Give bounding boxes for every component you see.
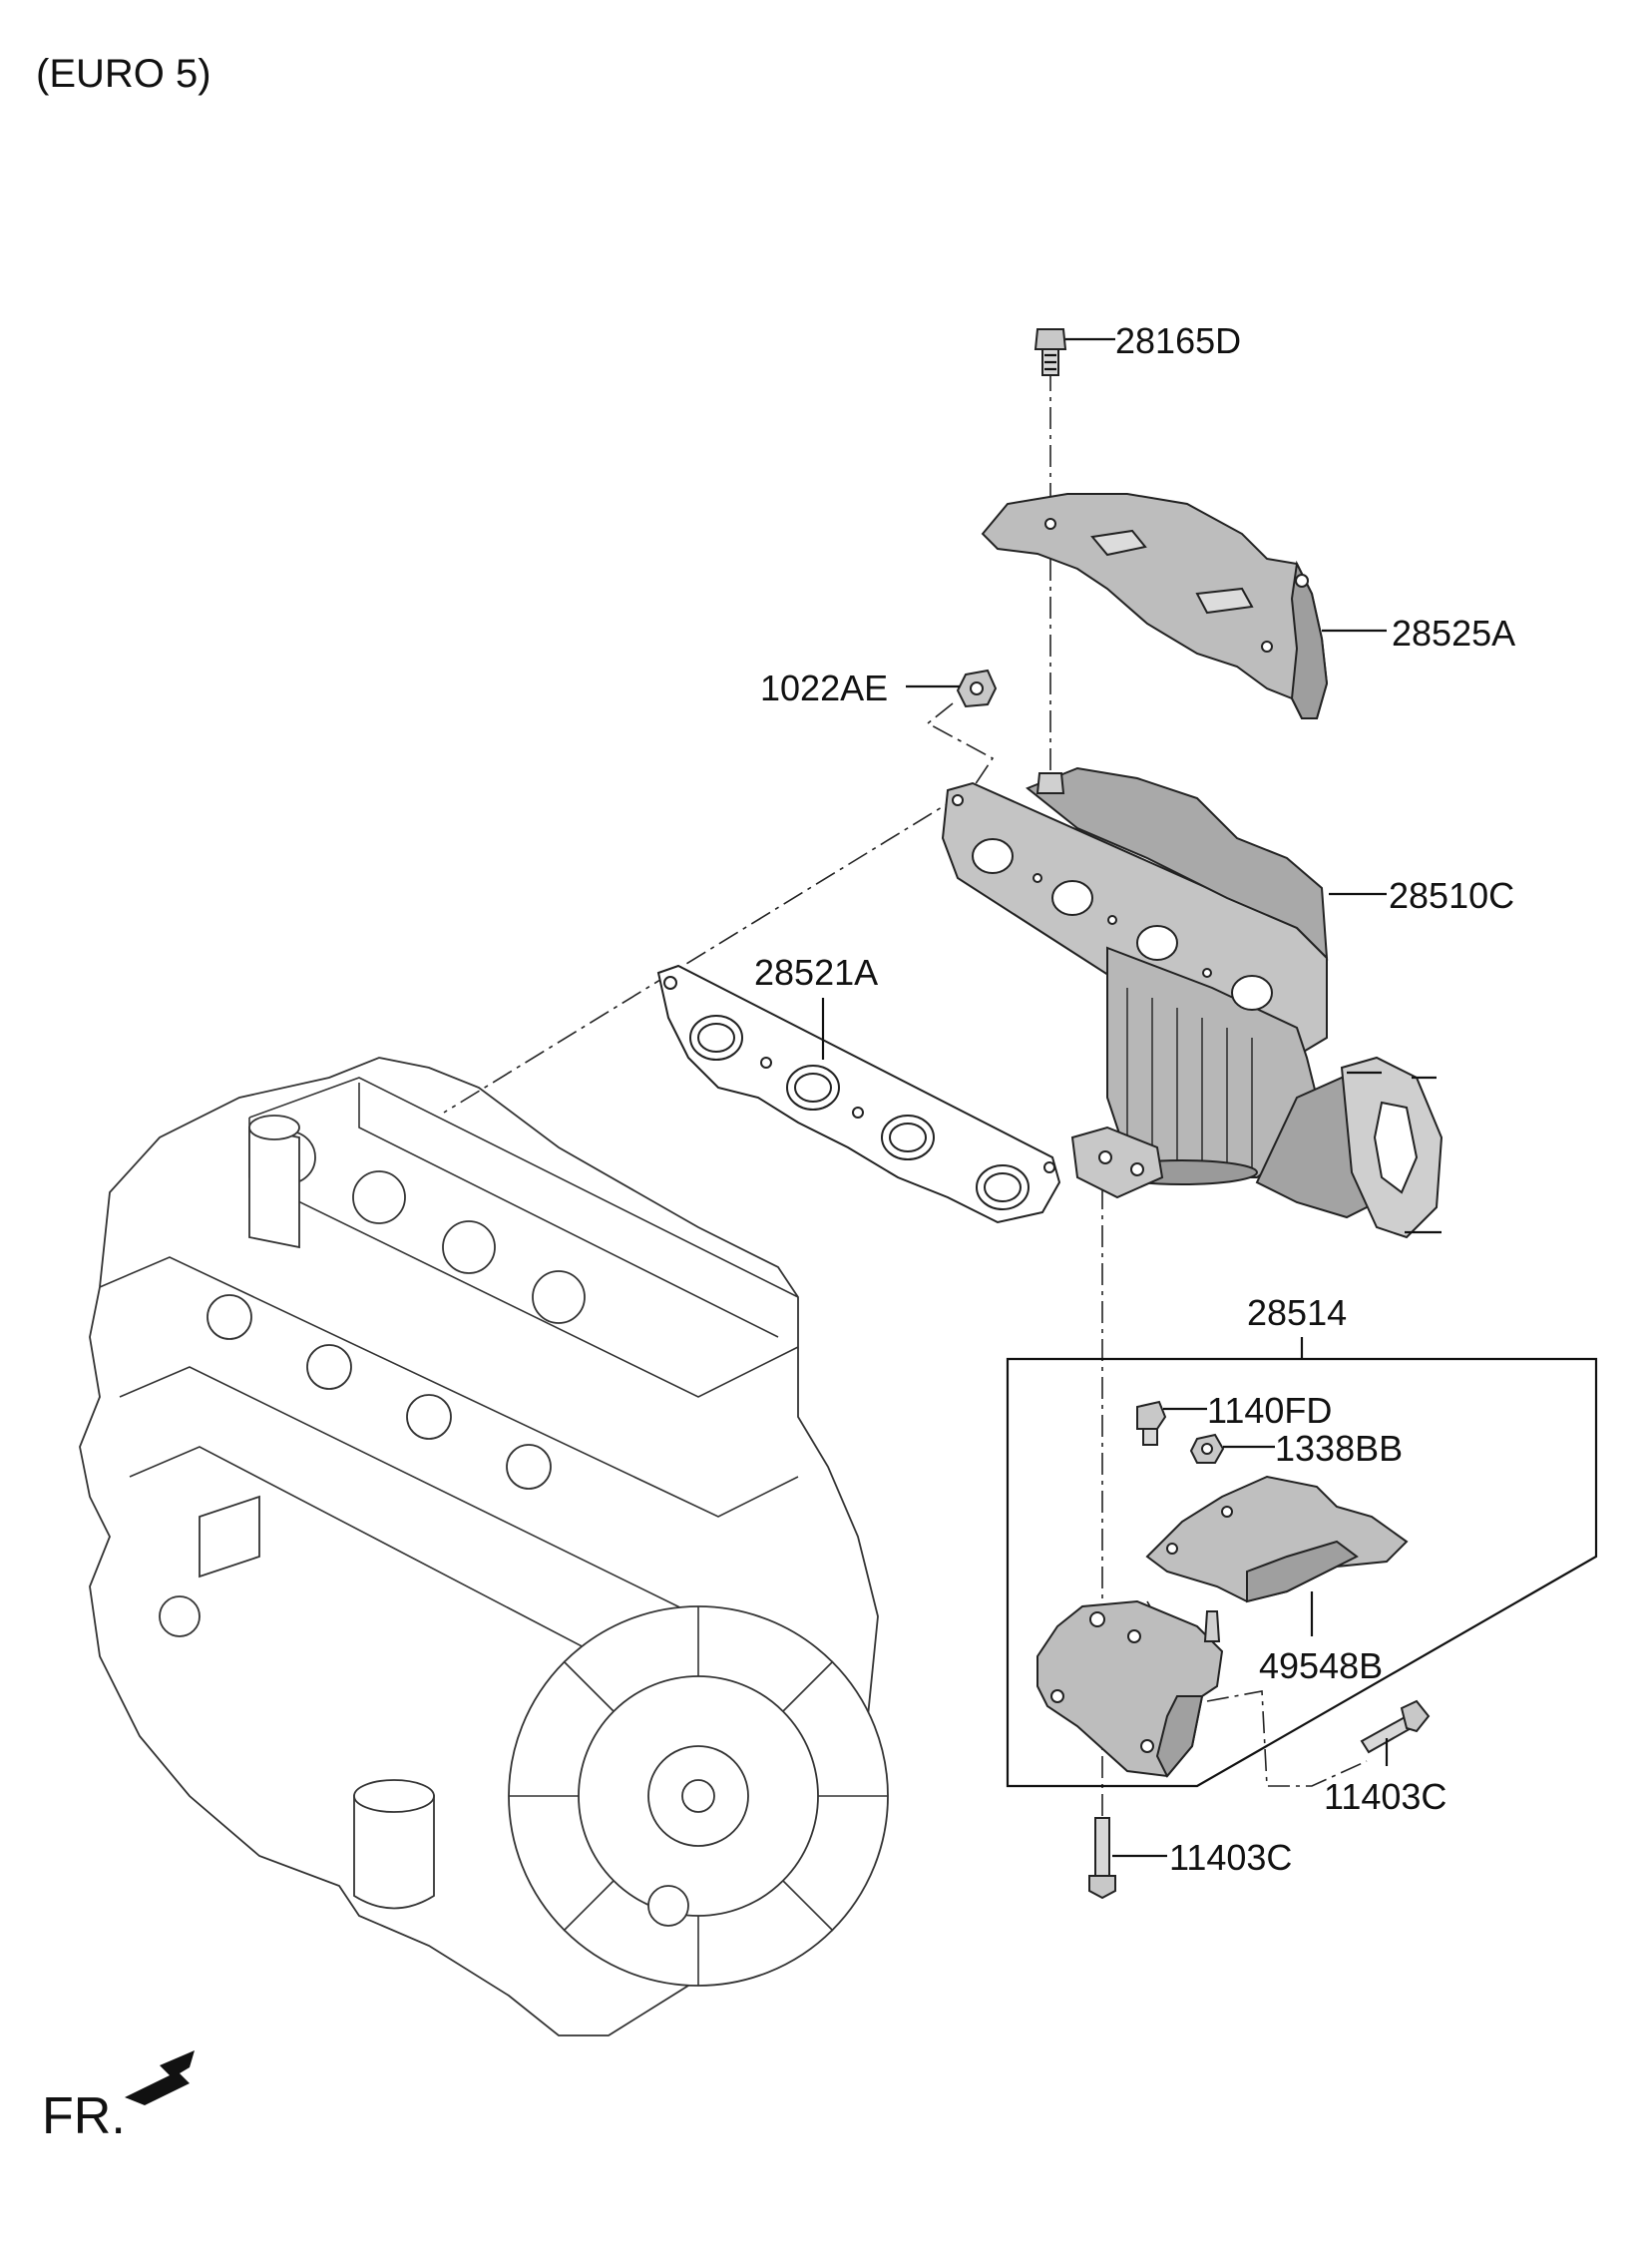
label-28525a: 28525A	[1392, 613, 1515, 654]
front-label: FR.	[42, 2087, 126, 2145]
label-11403c-side: 11403C	[1324, 1776, 1446, 1817]
gasket-28521a	[656, 964, 1061, 1224]
label-1022ae: 1022AE	[760, 668, 888, 708]
label-49548b: 49548B	[1259, 1645, 1383, 1686]
label-28514: 28514	[1247, 1292, 1347, 1333]
label-28510c: 28510C	[1389, 875, 1514, 916]
nut-1338bb	[1189, 1433, 1225, 1464]
label-1140fd: 1140FD	[1207, 1390, 1332, 1431]
variant-label: (EURO 5)	[36, 52, 211, 96]
label-11403c-bottom: 11403C	[1169, 1837, 1292, 1878]
manifold-catalytic-28510c	[941, 766, 1444, 1239]
bolt-11403c-bottom	[1088, 1817, 1116, 1900]
label-28165d: 28165D	[1115, 320, 1241, 361]
bolt-28165d	[1033, 328, 1067, 376]
front-arrow-icon	[125, 2050, 195, 2105]
engine-block-illustration	[79, 1057, 889, 2036]
label-28521a: 28521A	[754, 952, 878, 993]
bracket-protector-49548b	[1145, 1475, 1409, 1603]
mounting-bracket	[1036, 1599, 1224, 1778]
label-1338bb: 1338BB	[1275, 1428, 1403, 1469]
bracket-assembly-box	[1006, 1357, 1598, 1788]
bolt-1140fd	[1136, 1400, 1167, 1446]
heat-protector-28525a	[981, 493, 1329, 719]
nut-1022ae	[956, 669, 998, 708]
bolt-11403c-side	[1360, 1699, 1431, 1754]
